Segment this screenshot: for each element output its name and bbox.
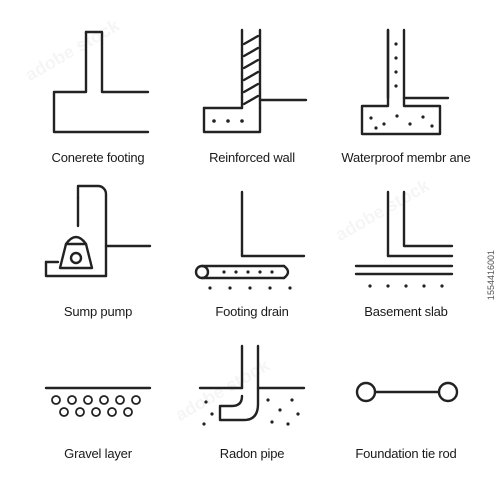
radon-pipe-icon (198, 344, 306, 426)
stock-id-watermark: 1554416001 (486, 250, 496, 301)
icon-label-sump-pump: Sump pump (63, 304, 133, 319)
waterproof-membrane-icon (360, 28, 450, 136)
icon-label-footing-drain: Footing drain (215, 304, 289, 319)
icon-label-foundation-tie-rod: Foundation tie rod (355, 446, 457, 461)
foundation-tie-rod-icon (355, 381, 459, 403)
icon-label-gravel-layer: Gravel layer (64, 446, 132, 461)
icon-label-waterproof-membrane: Waterproof membr ane (341, 150, 471, 165)
concrete-footing-icon (52, 30, 150, 134)
gravel-layer-icon (44, 386, 152, 417)
icon-label-radon-pipe: Radon pipe (219, 446, 285, 461)
icon-label-concrete-footing: Conerete footing (51, 150, 145, 165)
icon-label-reinforced-wall: Reinforced wall (209, 150, 295, 165)
icon-label-basement-slab: Basement slab (364, 304, 448, 319)
reinforced-wall-icon (202, 28, 308, 134)
sump-pump-icon (44, 184, 152, 278)
footing-drain-icon (194, 190, 306, 290)
basement-slab-icon (354, 190, 454, 288)
